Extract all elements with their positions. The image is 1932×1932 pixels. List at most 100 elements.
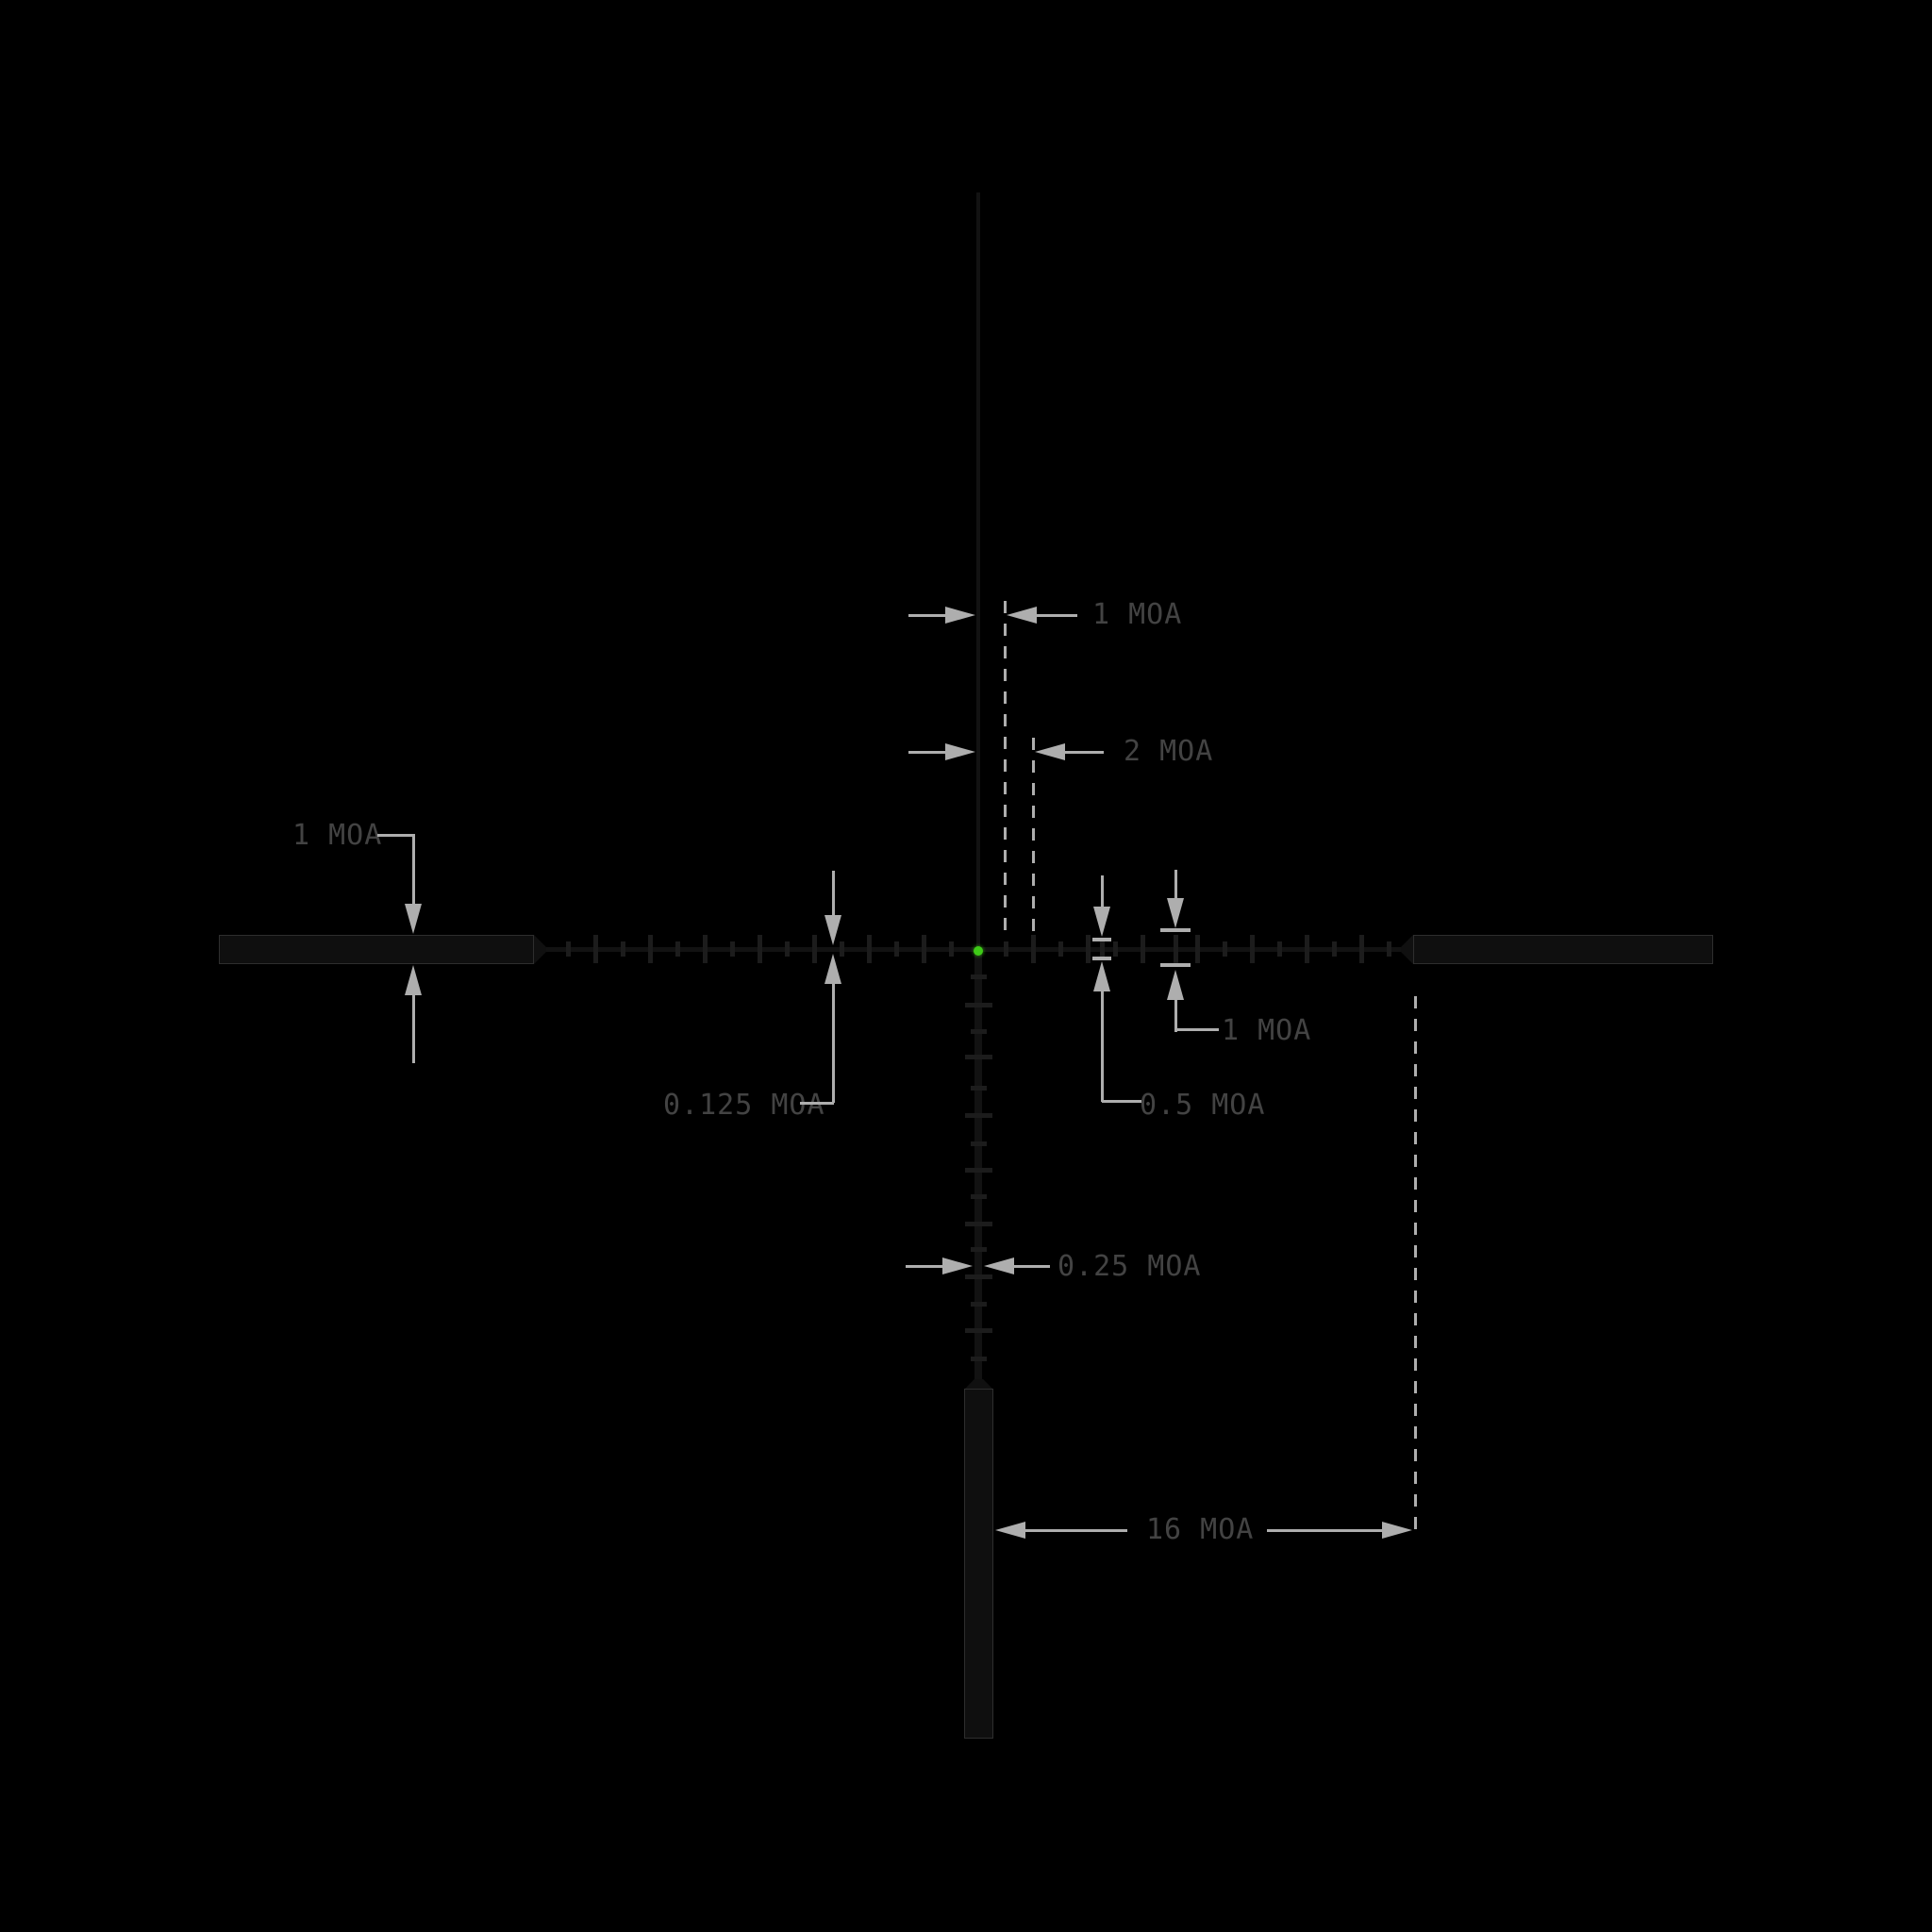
label-line-0125moa: 0.125 MOA	[663, 1089, 825, 1122]
horizontal-hash-mark	[730, 941, 735, 957]
vertical-hash-mark	[965, 1168, 992, 1173]
upper-vertical-crosshair-line	[976, 192, 980, 949]
lower-vertical-post-line	[974, 949, 982, 1383]
horizontal-hash-mark	[867, 935, 872, 963]
horizontal-hash-mark	[1100, 941, 1105, 957]
left-heavy-bar-taper	[534, 935, 546, 964]
vertical-hash-nub	[971, 1357, 987, 1361]
horizontal-hash-mark	[675, 941, 680, 957]
horizontal-hash-mark	[1174, 935, 1178, 963]
horizontal-hash-mark	[1359, 935, 1364, 963]
horizontal-hash-mark	[1113, 941, 1118, 957]
vertical-hash-nub	[971, 1029, 987, 1034]
dimension-arrow-tail	[908, 750, 949, 754]
vertical-hash-mark	[965, 1055, 992, 1059]
horizontal-hash-mark	[785, 941, 790, 957]
horizontal-hash-mark	[812, 935, 817, 963]
right-heavy-bar	[1413, 935, 1713, 964]
left-heavy-bar	[219, 935, 534, 964]
horizontal-hash-mark	[621, 941, 625, 957]
leader-line	[1175, 1027, 1219, 1031]
horizontal-hash-mark	[1250, 935, 1255, 963]
leader-line	[800, 1101, 834, 1105]
horizontal-hash-mark	[1195, 935, 1200, 963]
horizontal-hash-mark	[894, 941, 899, 957]
horizontal-hash-mark	[703, 935, 708, 963]
horizontal-hash-mark	[840, 941, 844, 957]
horizontal-hash-mark	[1086, 935, 1091, 963]
horizontal-hash-mark	[1332, 941, 1337, 957]
label-bar-distance-16moa: 16 MOA	[1146, 1513, 1255, 1546]
horizontal-hash-mark	[922, 935, 926, 963]
horizontal-hash-mark	[1141, 935, 1145, 963]
dimension-arrowhead	[1167, 898, 1184, 928]
vertical-hash-nub	[971, 1141, 987, 1146]
horizontal-hash-mark	[1305, 935, 1309, 963]
label-top-gap-2moa: 2 MOA	[1124, 735, 1214, 768]
label-short-hash-05moa: 0.5 MOA	[1140, 1089, 1266, 1122]
dimension-arrowhead	[405, 904, 422, 934]
dimension-arrow-tail	[1100, 988, 1104, 1102]
measure-extent-bar	[1160, 928, 1191, 932]
horizontal-hash-mark	[1031, 935, 1036, 963]
measure-extent-bar	[1092, 957, 1111, 960]
dimension-arrow-tail	[1010, 1264, 1050, 1268]
vertical-hash-mark	[965, 1274, 992, 1279]
dimension-arrow-tail	[906, 1264, 946, 1268]
dimension-arrowhead	[405, 965, 422, 995]
dimension-arrow-tail	[1174, 870, 1177, 902]
dashed-reference-line-1moa	[1004, 601, 1007, 941]
horizontal-hash-mark	[949, 941, 954, 957]
horizontal-hash-mark	[1004, 941, 1008, 957]
dimension-arrow-tail	[1267, 1528, 1386, 1532]
dimension-arrow-tail	[1022, 1528, 1127, 1532]
leader-line	[1102, 1099, 1141, 1103]
dimension-arrowhead	[945, 607, 975, 624]
bottom-heavy-bar-flare	[964, 1379, 993, 1390]
dimension-arrowhead	[984, 1257, 1014, 1274]
dimension-arrowhead	[1007, 607, 1037, 624]
vertical-hash-nub	[971, 1302, 987, 1307]
measure-extent-bar	[1160, 963, 1191, 967]
dimension-arrow-tail	[1033, 613, 1077, 617]
vertical-hash-mark	[965, 1222, 992, 1226]
dimension-arrowhead	[824, 954, 841, 984]
horizontal-hash-mark	[648, 935, 653, 963]
dimension-arrowhead	[995, 1522, 1025, 1539]
dimension-arrow-tail	[831, 871, 835, 919]
horizontal-hash-mark	[1058, 941, 1063, 957]
dimension-arrowhead	[1035, 743, 1065, 760]
measure-extent-bar	[1092, 938, 1111, 941]
dimension-arrowhead	[1382, 1522, 1412, 1539]
vertical-hash-mark	[965, 1113, 992, 1118]
dimension-arrowhead	[1093, 907, 1110, 937]
dimension-arrowhead	[1167, 970, 1184, 1000]
dimension-arrowhead	[945, 743, 975, 760]
horizontal-hash-mark	[758, 935, 762, 963]
dimension-arrowhead	[942, 1257, 973, 1274]
label-top-gap-1moa: 1 MOA	[1092, 598, 1183, 631]
vertical-hash-mark	[965, 1003, 992, 1008]
label-lower-post-025moa: 0.25 MOA	[1058, 1250, 1202, 1283]
dimension-arrowhead	[824, 915, 841, 945]
dimension-arrow-tail	[831, 980, 835, 1103]
bottom-heavy-bar	[964, 1389, 993, 1739]
dimension-arrow-tail	[1100, 875, 1104, 910]
horizontal-hash-mark	[593, 935, 598, 963]
dashed-reference-line-2moa	[1032, 738, 1035, 932]
dashed-reference-line-16moa	[1414, 996, 1417, 1540]
center-illuminated-dot	[974, 946, 983, 956]
right-heavy-bar-taper	[1401, 935, 1413, 964]
leader-line	[377, 833, 415, 837]
horizontal-hash-mark	[1387, 941, 1391, 957]
horizontal-hash-mark	[1223, 941, 1227, 957]
label-left-bar-1moa: 1 MOA	[292, 819, 383, 852]
dimension-arrow-tail	[1174, 996, 1177, 1032]
dimension-arrow-tail	[1061, 750, 1104, 754]
vertical-hash-nub	[971, 974, 987, 979]
dimension-arrow-tail	[411, 991, 415, 1063]
horizontal-hash-mark	[1277, 941, 1282, 957]
dimension-arrow-tail	[908, 613, 949, 617]
vertical-hash-nub	[971, 1086, 987, 1091]
